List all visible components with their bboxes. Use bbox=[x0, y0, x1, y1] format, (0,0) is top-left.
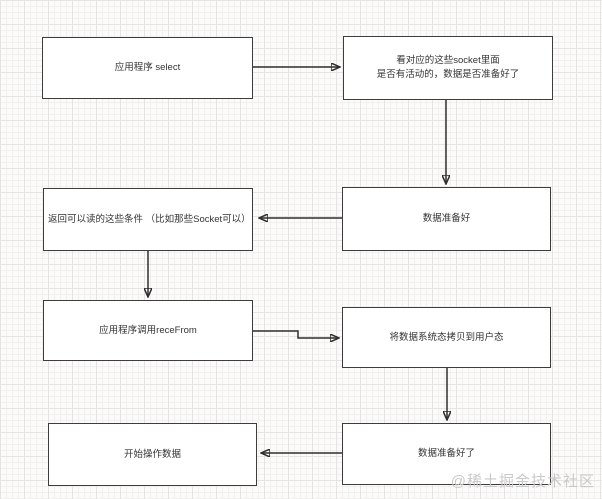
node-app-select: 应用程序 select bbox=[42, 37, 253, 99]
node-data-ready-2: 数据准备好了 bbox=[342, 423, 551, 485]
node-return-conditions: 返回可以读的这些条件 （比如那些Socket可以） bbox=[43, 188, 253, 251]
node-start-operate: 开始操作数据 bbox=[48, 423, 257, 486]
node-copy-to-user: 将数据系统态拷贝到用户态 bbox=[342, 307, 551, 368]
node-data-ready: 数据准备好 bbox=[342, 187, 551, 251]
node-call-recefrom: 应用程序调用receFrom bbox=[43, 300, 253, 361]
node-check-socket: 看对应的这些socket里面 是否有活动的，数据是否准备好了 bbox=[343, 36, 553, 100]
edge-call-recefrom-to-copy-to-user bbox=[253, 330, 338, 338]
watermark: @稀土掘金技术社区 bbox=[450, 473, 595, 490]
